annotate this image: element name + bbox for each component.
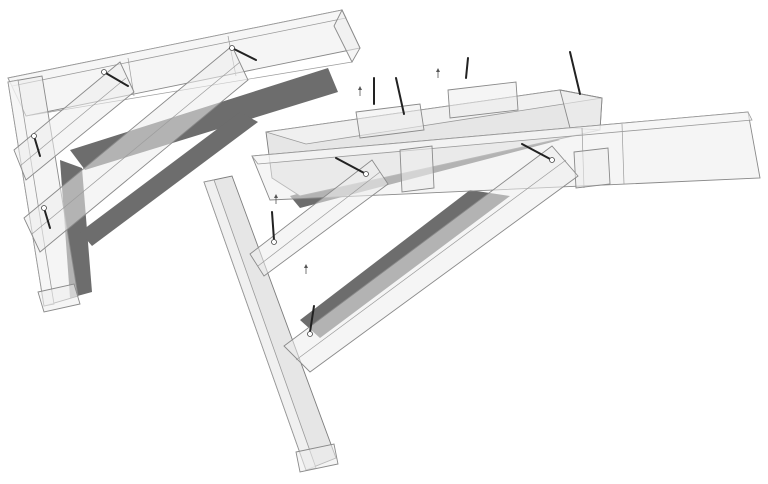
exploded-peg-5 (335, 157, 367, 175)
assembled-knee-brace-corner (7, 8, 361, 313)
exploded-joint-housing-2 (399, 145, 435, 193)
assembly-arrow-2 (436, 68, 440, 78)
exploded-joint-housing-3 (447, 81, 519, 119)
exploded-peg-7 (271, 211, 275, 241)
assembly-arrow-1 (358, 86, 362, 96)
exploded-peg-6 (521, 143, 553, 161)
exploded-long-beam-top-face (251, 111, 753, 165)
assembly-arrow-3 (274, 194, 278, 204)
exploded-post-foot (295, 443, 339, 473)
exploded-peg-8 (309, 305, 315, 333)
exploded-peg-3 (465, 57, 469, 79)
exploded-joint-housing-4 (573, 147, 611, 189)
exploded-knee-brace-upper (249, 159, 389, 277)
exploded-joint-housing-1 (355, 103, 425, 139)
exploded-peg-4 (569, 51, 581, 95)
assembled-brace-shadow (80, 112, 258, 246)
assembled-peg-3 (33, 135, 41, 157)
assembled-peg-1 (103, 71, 129, 87)
exploded-peg-2 (395, 77, 405, 115)
exploded-knee-brace-corner (203, 51, 761, 473)
assembly-arrow-4 (304, 264, 308, 274)
assembled-post-foot (37, 283, 81, 313)
assembled-peg-4 (43, 207, 51, 229)
exploded-knee-brace-lower (283, 145, 579, 373)
assembled-peg-2 (231, 47, 257, 61)
assembled-knee-brace-inner (23, 45, 249, 253)
